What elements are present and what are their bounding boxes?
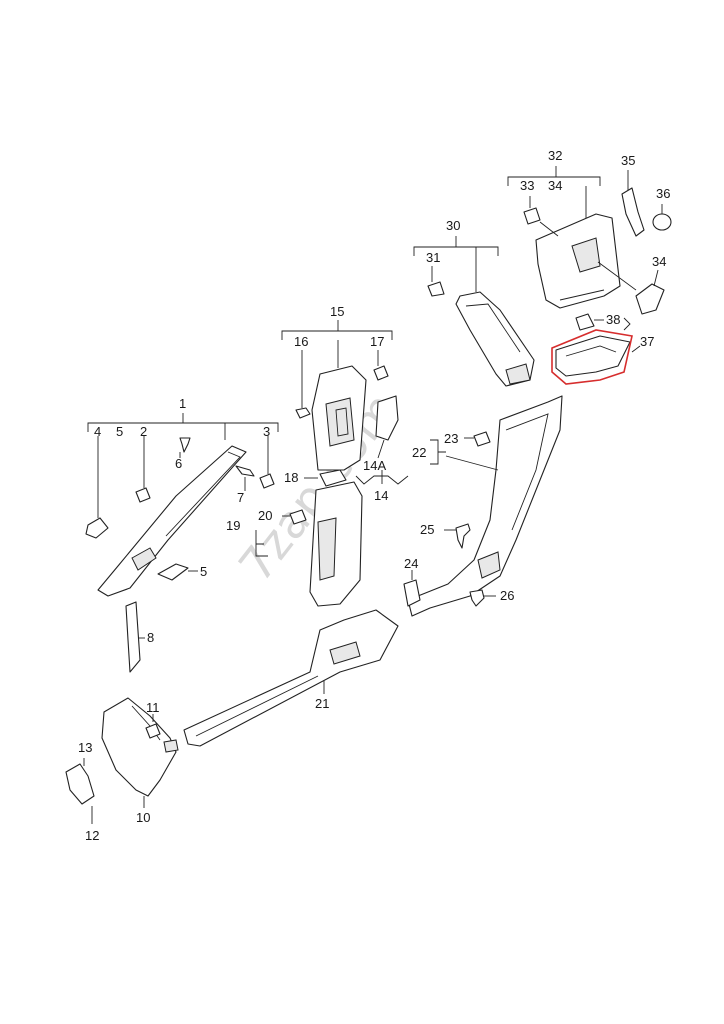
- callout-7: 7: [237, 490, 244, 505]
- callout-36: 36: [656, 186, 670, 201]
- b-pillar-upper-group: [281, 320, 409, 487]
- callout-2: 2: [140, 424, 147, 439]
- rear-panel-group: [507, 166, 672, 331]
- callout-37: 37: [640, 334, 654, 349]
- callout-23: 23: [444, 431, 458, 446]
- callout-8: 8: [147, 630, 154, 645]
- callout-14: 14: [374, 488, 388, 503]
- callout-34-top: 34: [548, 178, 562, 193]
- callout-13: 13: [78, 740, 92, 755]
- highlight-outline: [551, 329, 633, 385]
- callout-16: 16: [294, 334, 308, 349]
- callout-33: 33: [520, 178, 534, 193]
- callout-25: 25: [420, 522, 434, 537]
- callout-labels: 1 4 5 2 3 6 7 5 8 11 13 10 12 15 16 17 1…: [78, 148, 670, 843]
- footwell-group: [65, 697, 179, 824]
- rear-lower-group: [403, 395, 563, 617]
- callout-22: 22: [412, 445, 426, 460]
- sill-trim-group: [183, 609, 399, 747]
- callout-5-top: 5: [116, 424, 123, 439]
- callout-20: 20: [258, 508, 272, 523]
- callout-10: 10: [136, 810, 150, 825]
- callout-24: 24: [404, 556, 418, 571]
- callout-32: 32: [548, 148, 562, 163]
- callout-14a: 14A: [363, 458, 386, 473]
- callout-11: 11: [146, 700, 160, 715]
- callout-21: 21: [315, 696, 329, 711]
- a-pillar-group: [85, 413, 279, 673]
- part-37-highlighted: [551, 317, 641, 385]
- callout-19: 19: [226, 518, 240, 533]
- callout-4: 4: [94, 424, 101, 439]
- callout-34-side: 34: [652, 254, 666, 269]
- callout-38: 38: [606, 312, 620, 327]
- callout-31: 31: [426, 250, 440, 265]
- callout-12: 12: [85, 828, 99, 843]
- callout-17: 17: [370, 334, 384, 349]
- callout-30: 30: [446, 218, 460, 233]
- callout-1: 1: [179, 396, 186, 411]
- callout-3: 3: [263, 424, 270, 439]
- callout-6: 6: [175, 456, 182, 471]
- c-pillar-group: [413, 236, 535, 387]
- callout-15: 15: [330, 304, 344, 319]
- callout-18: 18: [284, 470, 298, 485]
- callout-26: 26: [500, 588, 514, 603]
- callout-35: 35: [621, 153, 635, 168]
- b-pillar-lower-group: [255, 481, 363, 607]
- callout-5-side: 5: [200, 564, 207, 579]
